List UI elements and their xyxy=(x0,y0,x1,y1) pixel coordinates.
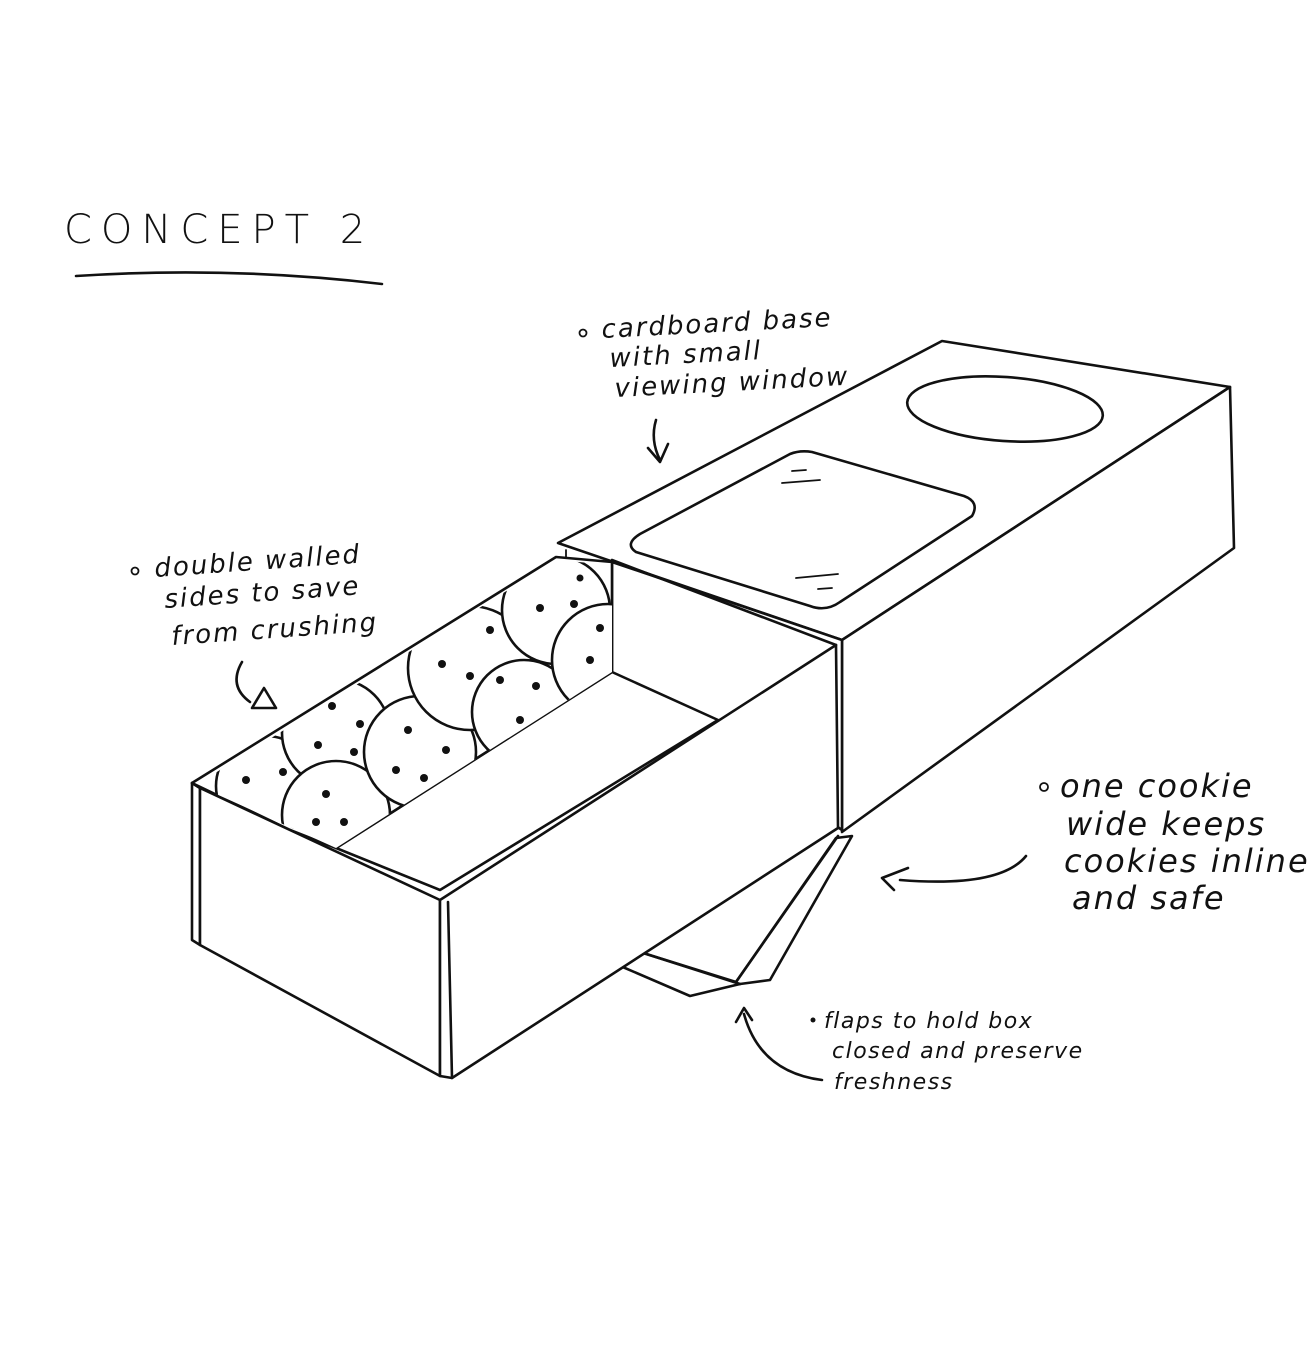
arrow-head xyxy=(882,868,908,890)
bullet-icon xyxy=(132,568,139,575)
annotation-one-cookie: one cookie wide keeps cookies inline and… xyxy=(882,767,1310,917)
window-glare-4 xyxy=(818,588,832,589)
page-title: CONCEPT 2 xyxy=(64,207,374,253)
annotation-flaps: flaps to hold box closed and preserve fr… xyxy=(736,1008,1084,1095)
one-cookie-line-3: cookies inline xyxy=(1064,842,1310,880)
arrow-icon xyxy=(744,1014,822,1080)
bullet-icon xyxy=(811,1018,816,1023)
flaps-line-1: flaps to hold box xyxy=(824,1009,1033,1034)
arrow-icon xyxy=(900,856,1026,882)
arrow-head xyxy=(252,688,276,708)
flaps-line-3: freshness xyxy=(834,1070,954,1095)
one-cookie-line-2: wide keeps xyxy=(1066,805,1266,843)
bullet-icon xyxy=(580,330,587,337)
double-walled-line-3: from crushing xyxy=(170,608,379,652)
arrow-icon xyxy=(237,662,250,702)
bullet-icon xyxy=(1040,783,1048,791)
flaps-line-2: closed and preserve xyxy=(832,1039,1084,1064)
annotation-double-walled: double walled sides to save from crushin… xyxy=(132,540,380,708)
window-glare-1 xyxy=(792,470,806,471)
title-group: CONCEPT 2 xyxy=(64,207,382,284)
one-cookie-line-4: and safe xyxy=(1072,879,1226,917)
one-cookie-line-1: one cookie xyxy=(1060,767,1254,805)
title-underline xyxy=(76,272,382,284)
